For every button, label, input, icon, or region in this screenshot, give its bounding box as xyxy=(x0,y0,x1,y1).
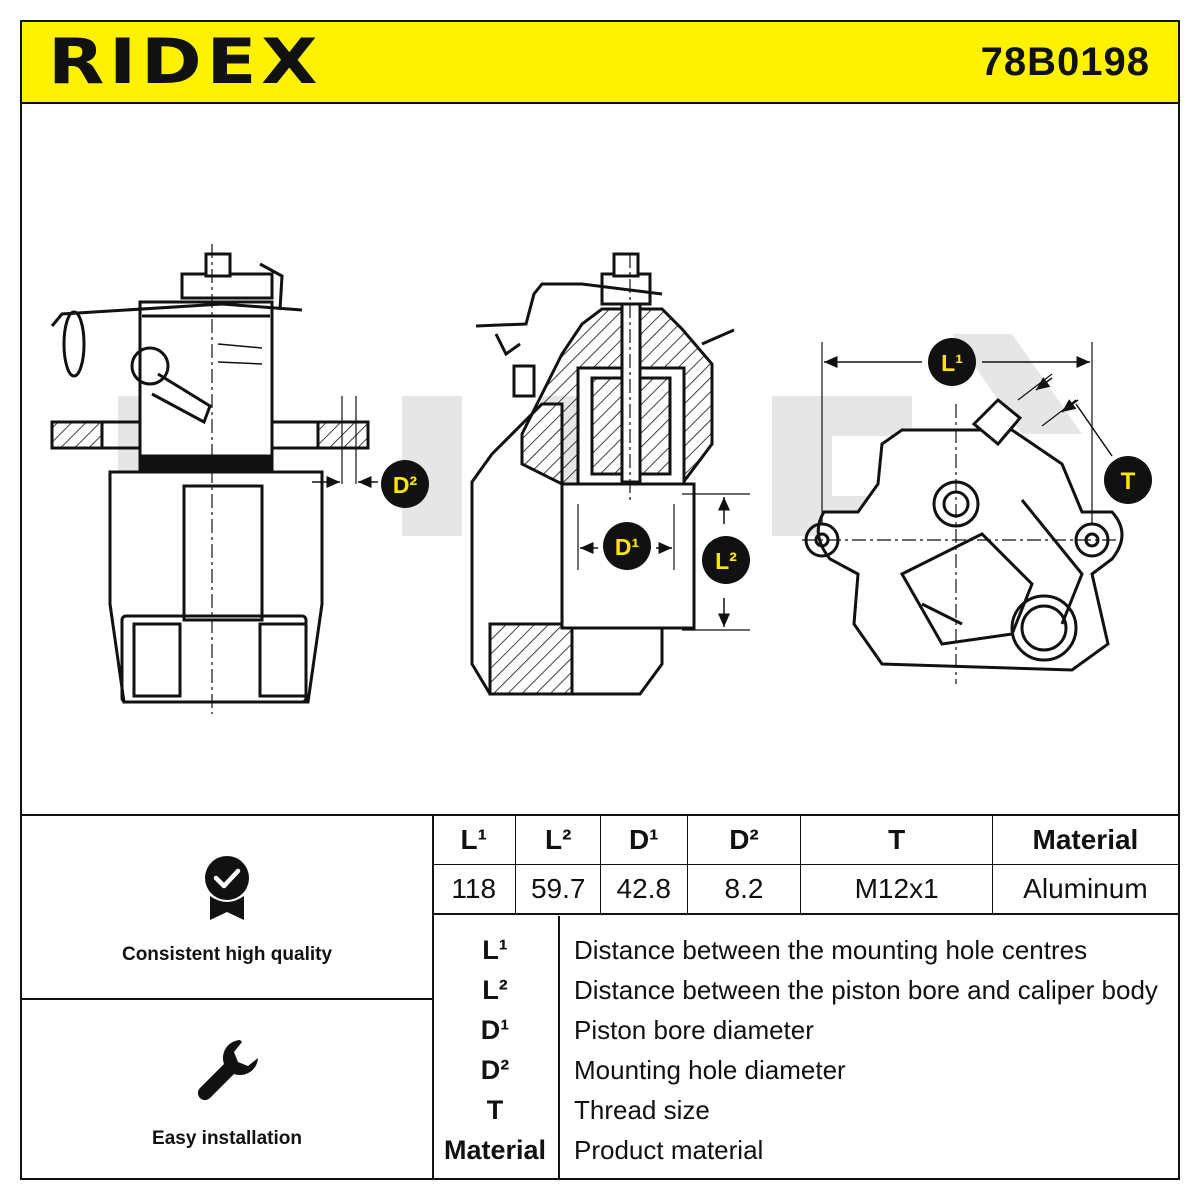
legend-desc: Thread size xyxy=(574,1095,710,1125)
legend-desc: Distance between the piston bore and cal… xyxy=(574,975,1158,1005)
feature-installation: Easy installation xyxy=(22,1000,432,1180)
legend-desc: Mounting hole diameter xyxy=(574,1055,846,1085)
legend-key: D¹ xyxy=(480,1015,510,1045)
spec-value-d1: 42.8 xyxy=(599,864,688,915)
caliper-section-view xyxy=(470,252,750,696)
legend-row: L¹ Distance between the mounting hole ce… xyxy=(432,930,1178,970)
callout-l2: L² xyxy=(702,536,750,584)
caliper-drawing: D² D¹ L² L¹ T xyxy=(50,244,1152,714)
legend-desc: Piston bore diameter xyxy=(574,1015,814,1045)
feature-quality: Consistent high quality xyxy=(22,816,432,1000)
svg-text:D²: D² xyxy=(393,472,418,498)
svg-text:D¹: D¹ xyxy=(615,534,639,560)
feature-column: Consistent high quality Easy installatio… xyxy=(22,816,434,1180)
legend-row: T Thread size xyxy=(432,1090,1178,1130)
callout-l1: L¹ xyxy=(928,338,976,386)
caliper-side-view xyxy=(50,244,378,714)
spec-header-d2: D² xyxy=(686,816,802,865)
product-sheet: RIDEX 78B0198 xyxy=(20,20,1180,1180)
spec-header-t: T xyxy=(800,816,993,865)
feature-label: Consistent high quality xyxy=(121,944,333,965)
legend-desc: Distance between the mounting hole centr… xyxy=(574,935,1088,965)
info-panel: Consistent high quality Easy installatio… xyxy=(22,814,1178,1180)
spec-value-material: Aluminum xyxy=(991,864,1178,915)
legend-divider xyxy=(558,916,560,1180)
spec-header-d1: D¹ xyxy=(599,816,688,865)
spec-header-material: Material xyxy=(991,816,1178,865)
spec-value-l1: 118 xyxy=(432,864,517,915)
legend-row: Material Product material xyxy=(432,1130,1178,1170)
legend-key: T xyxy=(486,1095,504,1125)
callout-d2: D² xyxy=(381,460,429,508)
spec-value-t: M12x1 xyxy=(800,864,993,915)
legend-desc: Product material xyxy=(574,1135,764,1165)
brand-logo: RIDEX xyxy=(48,25,323,98)
svg-text:L¹: L¹ xyxy=(941,350,963,376)
spec-header-row: L¹ L² D¹ D² T Material xyxy=(432,816,1178,865)
quality-badge-icon xyxy=(205,856,249,920)
caliper-rear-view xyxy=(802,342,1124,684)
spec-value-l2: 59.7 xyxy=(515,864,601,915)
callout-t: T xyxy=(1104,456,1152,504)
technical-drawing: D² D¹ L² L¹ T xyxy=(22,104,1178,814)
legend-key: D² xyxy=(480,1055,510,1085)
legend-row: L² Distance between the piston bore and … xyxy=(432,970,1178,1010)
svg-text:T: T xyxy=(1121,468,1136,495)
header-bar: RIDEX 78B0198 xyxy=(22,22,1178,104)
spec-table: L¹ L² D¹ D² T Material 118 59.7 42.8 8.2… xyxy=(432,816,1178,915)
legend-key: L¹ xyxy=(482,935,508,965)
spec-header-l1: L¹ xyxy=(432,816,517,865)
wrench-icon xyxy=(197,1040,258,1101)
legend-key: L² xyxy=(482,975,508,1005)
svg-text:L²: L² xyxy=(715,548,737,574)
spec-legend: L¹ Distance between the mounting hole ce… xyxy=(432,916,1178,1180)
feature-label: Easy installation xyxy=(152,1128,302,1149)
legend-row: D¹ Piston bore diameter xyxy=(432,1010,1178,1050)
callout-d1: D¹ xyxy=(603,522,651,570)
legend-row: D² Mounting hole diameter xyxy=(432,1050,1178,1090)
spec-header-l2: L² xyxy=(515,816,601,865)
spec-value-row: 118 59.7 42.8 8.2 M12x1 Aluminum xyxy=(432,864,1178,915)
spec-value-d2: 8.2 xyxy=(686,864,802,915)
part-number: 78B0198 xyxy=(980,40,1150,84)
legend-key: Material xyxy=(443,1135,547,1165)
